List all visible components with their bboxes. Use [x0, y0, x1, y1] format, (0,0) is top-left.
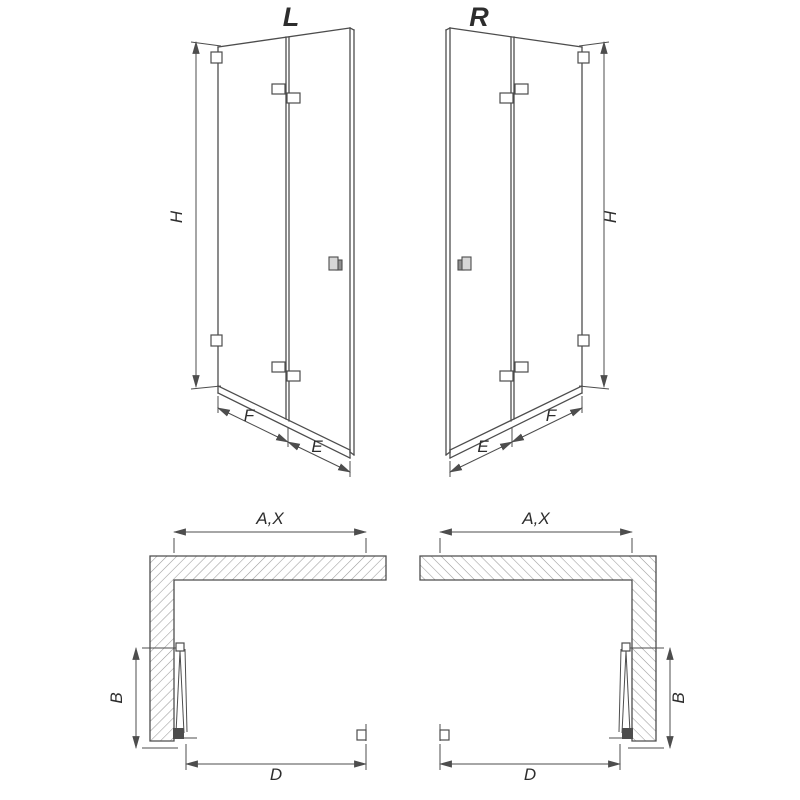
labels: L R H H F E E F A,X A,X B B D D — [107, 2, 688, 784]
depth-label-left: B — [107, 692, 126, 703]
edge-width-label-right: E — [477, 437, 489, 456]
variant-label-right: R — [469, 2, 489, 32]
opening-width-label-right: D — [524, 765, 536, 784]
variant-label-left: L — [283, 2, 300, 32]
fold-width-label-left: F — [244, 406, 256, 425]
height-label-right: H — [601, 210, 620, 223]
niche-width-label-left: A,X — [255, 509, 284, 528]
niche-width-label-right: A,X — [521, 509, 550, 528]
edge-width-label-left: E — [311, 437, 323, 456]
depth-label-right: B — [669, 692, 688, 703]
opening-width-label-left: D — [270, 765, 282, 784]
height-label-left: H — [167, 210, 186, 223]
fold-width-label-right: F — [546, 406, 558, 425]
